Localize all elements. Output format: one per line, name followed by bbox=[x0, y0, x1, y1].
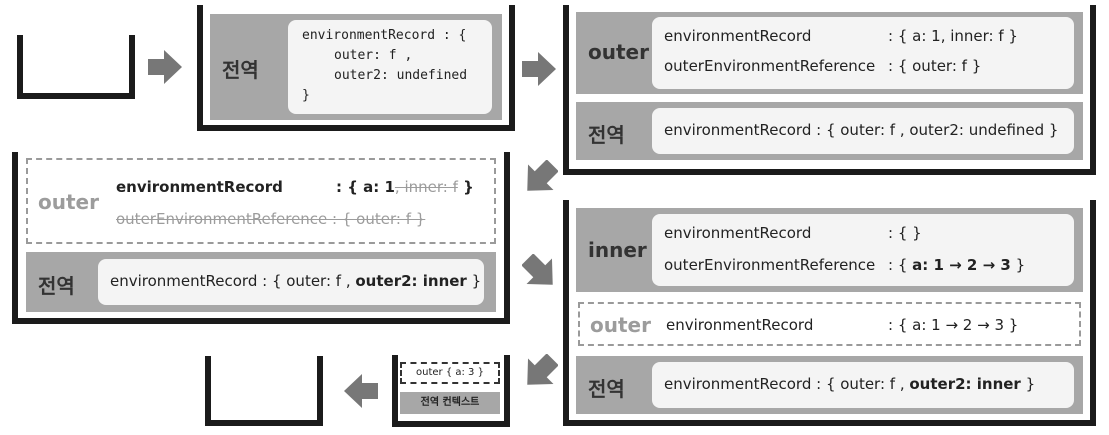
code-line: } bbox=[302, 88, 310, 103]
env-value-suffix: } bbox=[457, 178, 474, 196]
env-record-key: environmentRecord bbox=[666, 316, 814, 334]
global-env-prefix: environmentRecord : { outer: f , bbox=[110, 272, 356, 290]
stack-step2 bbox=[563, 5, 1096, 175]
env-value-strike: , inner: f bbox=[394, 178, 458, 196]
arrow-down-left-icon bbox=[527, 160, 558, 191]
outer-context-frame: outer environmentRecord : { a: 1, inner:… bbox=[576, 12, 1083, 94]
global-env-record-box: environmentRecord : { outer: f , outer2:… bbox=[652, 362, 1074, 408]
env-value-prefix: : { a: 1 bbox=[336, 178, 395, 196]
empty-stack-start bbox=[17, 35, 135, 99]
env-record-value: : { } bbox=[888, 224, 922, 242]
global-context-frame: 전역 environmentRecord : { outer: f , oute… bbox=[26, 252, 496, 312]
global-context-frame: 전역 environmentRecord : { outer: f , oute… bbox=[576, 102, 1083, 160]
outer-ref-prefix: : { bbox=[888, 256, 913, 274]
empty-stack-end bbox=[205, 356, 323, 426]
global-label: 전역 bbox=[588, 377, 625, 401]
outer-small-box: outer { a: 3 } bbox=[400, 362, 500, 384]
global-env-bold: outer2: inner bbox=[355, 272, 467, 290]
inner-records-box: environmentRecord : { } outerEnvironment… bbox=[652, 214, 1074, 286]
arrow-right-icon bbox=[522, 52, 556, 86]
arrow-down-left-icon bbox=[527, 354, 558, 385]
outer-context-faded: outer environmentRecord : { a: 1, inner:… bbox=[26, 158, 496, 244]
code-line: environmentRecord : { bbox=[302, 28, 467, 43]
global-context-small-label: 전역 컨텍스트 bbox=[420, 397, 480, 408]
outer-label-faded: outer bbox=[590, 313, 651, 337]
outer-ref-key: outerEnvironmentReference bbox=[664, 256, 876, 274]
global-env-record-box: environmentRecord : { outer: f , outer2:… bbox=[288, 20, 492, 114]
outer-ref-value: : { a: 1 → 2 → 3 } bbox=[888, 256, 1025, 274]
env-record-key: environmentRecord bbox=[116, 178, 283, 196]
inner-context-frame: inner environmentRecord : { } outerEnvir… bbox=[576, 208, 1083, 292]
outer-ref-suffix: } bbox=[1010, 256, 1026, 274]
global-env-record: environmentRecord : { outer: f , outer2:… bbox=[664, 121, 1059, 139]
global-env-suffix: } bbox=[466, 272, 482, 290]
global-context-frame: 전역 environmentRecord : { outer: f , oute… bbox=[210, 14, 502, 120]
stack-step4 bbox=[563, 200, 1096, 426]
global-env-bold: outer2: inner bbox=[909, 375, 1021, 393]
outer-ref-value: : { outer: f } bbox=[888, 57, 982, 75]
outer-small-label: outer { a: 3 } bbox=[416, 367, 484, 378]
env-record-key: environmentRecord bbox=[664, 27, 812, 45]
global-env-record: environmentRecord : { outer: f , outer2:… bbox=[110, 272, 481, 290]
outer-label: outer bbox=[588, 40, 649, 64]
outer-label-faded: outer bbox=[38, 190, 99, 214]
arrow-right-icon bbox=[148, 50, 182, 84]
env-record-value: : { a: 1, inner: f } bbox=[336, 178, 474, 196]
code-line: outer: f , bbox=[334, 48, 413, 63]
outer-ref-bold: a: 1 → 2 → 3 bbox=[912, 256, 1011, 274]
global-label: 전역 bbox=[38, 274, 75, 298]
global-env-record-box: environmentRecord : { outer: f , outer2:… bbox=[652, 108, 1074, 154]
outer-ref-line-struck: outerEnvironmentReference : { outer: f } bbox=[116, 210, 426, 228]
arrow-left-icon bbox=[344, 374, 378, 408]
arrow-down-right-icon bbox=[522, 254, 553, 285]
global-env-record-box: environmentRecord : { outer: f , outer2:… bbox=[98, 259, 484, 305]
env-record-value: : { a: 1, inner: f } bbox=[888, 27, 1018, 45]
env-record-key: environmentRecord bbox=[664, 224, 812, 242]
global-env-prefix: environmentRecord : { outer: f , bbox=[664, 375, 910, 393]
stack-step3 bbox=[12, 152, 510, 324]
code-line: outer2: undefined bbox=[334, 68, 468, 83]
global-env-record: environmentRecord : { outer: f , outer2:… bbox=[664, 375, 1035, 393]
stack-step5 bbox=[392, 355, 510, 427]
inner-label: inner bbox=[588, 238, 647, 262]
outer-records-box: environmentRecord : { a: 1, inner: f } o… bbox=[652, 17, 1074, 89]
global-label: 전역 bbox=[588, 123, 625, 147]
env-record-value: : { a: 1 → 2 → 3 } bbox=[888, 316, 1019, 334]
outer-context-faded: outer environmentRecord : { a: 1 → 2 → 3… bbox=[578, 302, 1081, 346]
global-label: 전역 bbox=[222, 58, 259, 82]
stack-step1 bbox=[197, 5, 515, 131]
global-context-small: 전역 컨텍스트 bbox=[400, 392, 500, 414]
outer-ref-key: outerEnvironmentReference bbox=[664, 57, 876, 75]
global-context-frame: 전역 environmentRecord : { outer: f , oute… bbox=[576, 356, 1083, 414]
global-env-suffix: } bbox=[1020, 375, 1036, 393]
